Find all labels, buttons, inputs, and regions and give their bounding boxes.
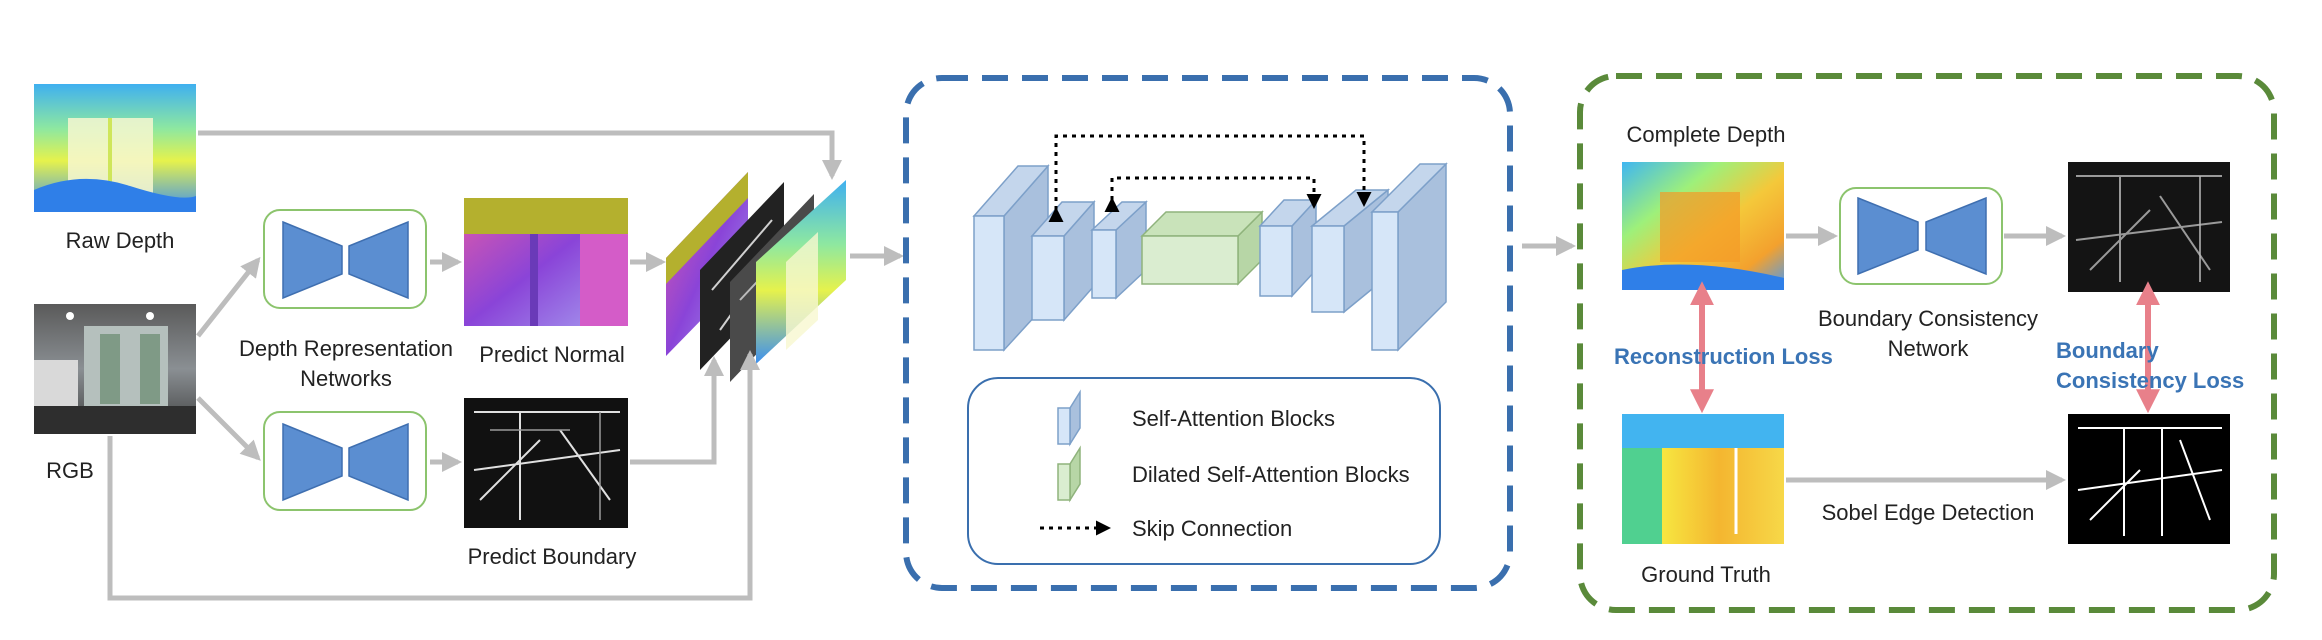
self-attention-block [1090,200,1148,300]
depth-networks-label-1: Depth Representation [239,336,453,361]
legend-self-attention-label: Self-Attention Blocks [1132,406,1335,431]
unet-blocks [972,162,1448,352]
predict-boundary-image [464,398,628,528]
boundary-consistency-network [1839,187,2003,285]
predict-normal-image [464,198,628,326]
stacked-inputs [666,172,846,382]
reconstruction-loss-label: Reconstruction Loss [1614,344,1833,369]
decoder-icon [348,220,409,300]
rgb-image [34,304,196,434]
rgb-label: RGB [46,458,94,483]
legend: Self-Attention Blocks Dilated Self-Atten… [967,377,1441,565]
self-attention-block [1370,162,1448,352]
depth-network-bottom [263,411,427,511]
complete-depth-label: Complete Depth [1627,122,1786,147]
predicted-edge-image [2068,162,2230,292]
decoder-icon [1925,196,1987,276]
boundary-loss-label-2: Consistency Loss [2056,368,2244,393]
boundary-loss-label-1: Boundary [2056,338,2159,363]
encoder-icon [282,422,343,502]
raw-depth-label: Raw Depth [66,228,175,253]
decoder-icon [348,422,409,502]
self-attention-legend-icon [1057,389,1081,447]
ground-truth-edge-image [2068,414,2230,544]
bcn-label-1: Boundary Consistency [1818,306,2038,331]
legend-skip-label: Skip Connection [1132,516,1292,541]
ground-truth-label: Ground Truth [1641,562,1771,587]
dilated-self-attention-block [1140,210,1264,286]
predict-normal-label: Predict Normal [479,342,624,367]
raw-depth-image [34,84,196,212]
right-arrows [1786,226,2066,490]
legend-dilated-label: Dilated Self-Attention Blocks [1132,462,1410,487]
dilated-legend-icon [1057,445,1081,503]
encoder-icon [1857,196,1919,276]
encoder-icon [282,220,343,300]
predict-boundary-label: Predict Boundary [468,544,637,569]
unet-frame [903,75,1513,591]
left-arrows [107,130,904,601]
ground-truth-image [1622,414,1784,544]
bcn-label-2: Network [1888,336,1970,361]
depth-networks-label-2: Networks [300,366,392,391]
self-attention-block [1258,198,1318,298]
skip-connections [1048,134,1372,222]
depth-network-top [263,209,427,309]
sobel-label: Sobel Edge Detection [1822,500,2035,525]
complete-depth-image [1622,162,1784,290]
